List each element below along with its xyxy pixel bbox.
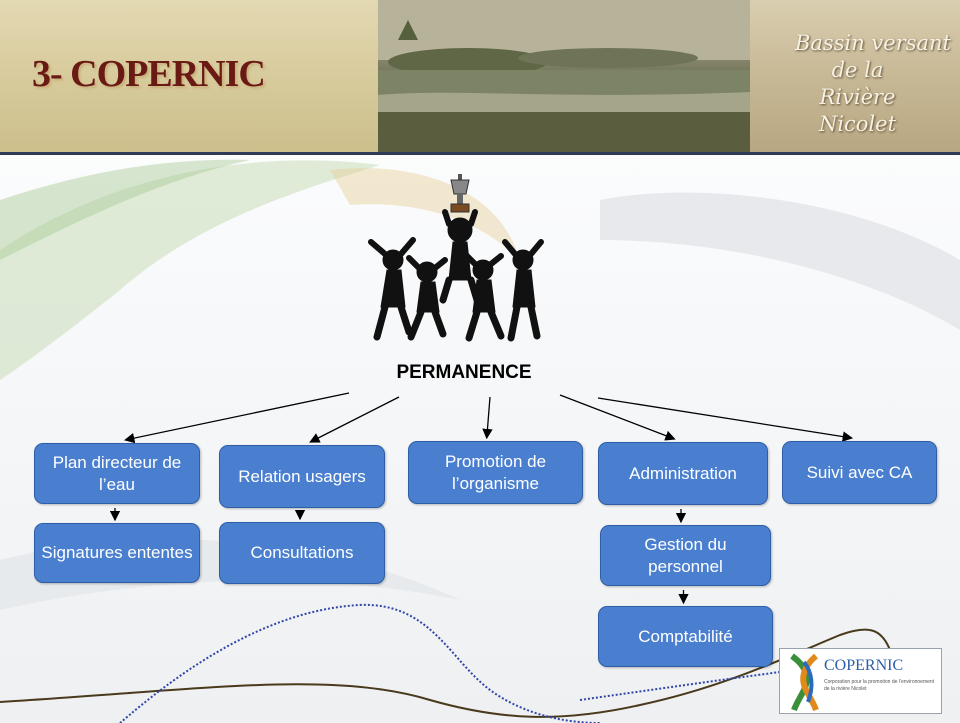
header: 3- COPERNIC Bassin versant de la Rivière… xyxy=(0,0,960,155)
edge-layer xyxy=(109,392,854,605)
node-consultations: Consultations xyxy=(219,522,385,584)
decorative-curve-brown xyxy=(0,628,941,718)
edge-permanence-to-suivi xyxy=(597,397,854,442)
edge-permanence-to-relation xyxy=(309,396,400,443)
landscape-illustration xyxy=(378,0,750,155)
edge-permanence-to-plan xyxy=(124,392,350,444)
node-suivi: Suivi avec CA xyxy=(782,441,937,504)
node-promotion: Promotion de l’organisme xyxy=(408,441,583,504)
node-comptabilite: Comptabilité xyxy=(598,606,773,667)
node-gestion: Gestion du personnel xyxy=(600,525,771,586)
basin-line-1: Bassin versant xyxy=(794,31,951,55)
basin-caption: Bassin versant de la Rivière Nicolet xyxy=(760,30,955,138)
logo-tagline: Corporation pour la promotion de l’envir… xyxy=(824,679,935,692)
decorative-curve-dotted-right xyxy=(579,671,781,701)
trophy-icon xyxy=(450,174,470,213)
copernic-logo-icon xyxy=(790,653,819,712)
copernic-logo: COPERNIC Corporation pour la promotion d… xyxy=(779,648,942,714)
edge-permanence-to-promotion xyxy=(482,396,493,440)
basin-line-2: de la xyxy=(831,58,884,82)
logo-name: COPERNIC xyxy=(824,657,904,674)
node-plan: Plan directeur de l’eau xyxy=(34,443,200,504)
landscape-painting xyxy=(378,0,750,155)
edge-permanence-to-admin xyxy=(559,394,676,441)
basin-line-3: Rivière xyxy=(819,85,896,109)
basin-line-4: Nicolet xyxy=(818,112,897,136)
header-divider xyxy=(0,152,960,155)
basin-panel xyxy=(750,0,960,155)
header-title-panel xyxy=(0,0,378,155)
node-relation: Relation usagers xyxy=(219,445,385,508)
node-signatures: Signatures ententes xyxy=(34,523,200,583)
teamwork-trophy-clipart xyxy=(368,174,544,342)
node-admin: Administration xyxy=(598,442,768,505)
decorative-curve-dotted xyxy=(119,603,601,723)
root-node-permanence: PERMANENCE xyxy=(396,362,532,383)
slide-title: 3- COPERNIC xyxy=(32,53,266,95)
